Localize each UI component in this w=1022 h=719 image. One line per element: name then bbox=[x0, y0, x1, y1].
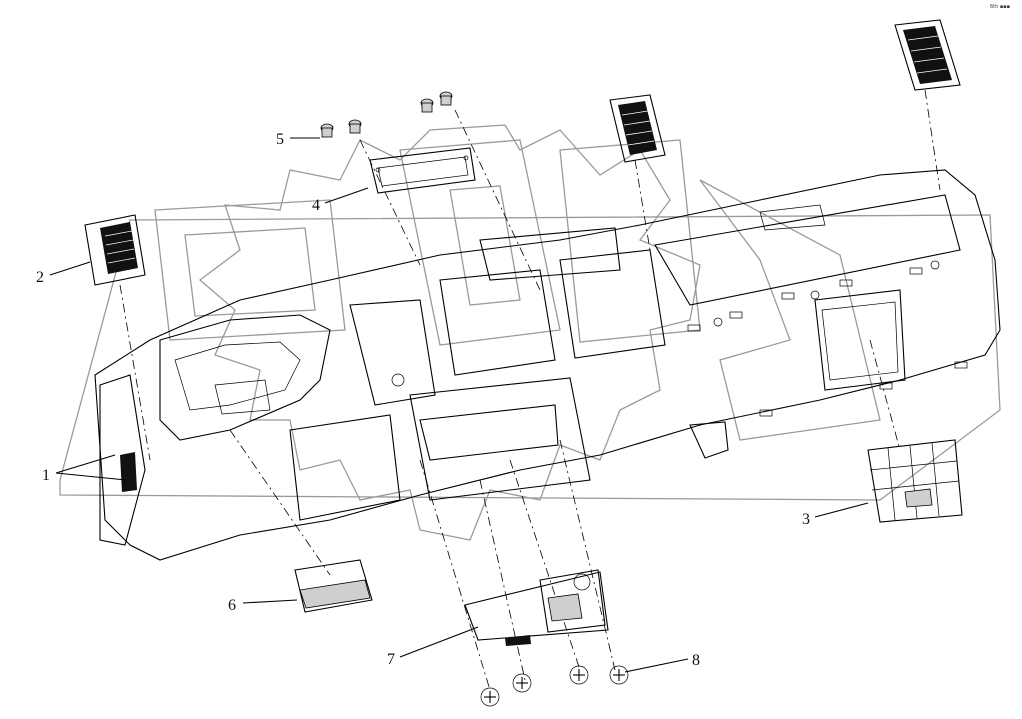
mounting-bracket bbox=[369, 147, 476, 194]
screws bbox=[480, 665, 629, 707]
callout-7: 7 bbox=[387, 651, 395, 668]
watermark bbox=[59, 124, 1001, 541]
dashboard-body bbox=[94, 169, 1001, 561]
air-duct bbox=[294, 559, 373, 613]
callouts: 1 2 3 4 5 6 7 8 bbox=[36, 131, 810, 669]
callout-2: 2 bbox=[36, 269, 44, 286]
corner-mark: 6th ▪▪▪ bbox=[990, 4, 1010, 10]
callout-8: 8 bbox=[692, 652, 700, 669]
air-vent-center bbox=[609, 94, 666, 163]
air-vent-right bbox=[894, 19, 961, 91]
dashboard-switches bbox=[687, 260, 968, 417]
callout-3: 3 bbox=[802, 511, 810, 528]
callout-1: 1 bbox=[42, 467, 50, 484]
cover-panel bbox=[867, 439, 963, 523]
callout-6: 6 bbox=[228, 597, 236, 614]
retaining-clips bbox=[320, 91, 453, 138]
assembly-lines bbox=[119, 89, 941, 691]
leader-lines bbox=[49, 137, 869, 673]
callout-5: 5 bbox=[276, 131, 284, 148]
callout-4: 4 bbox=[312, 197, 320, 214]
air-vent-left bbox=[84, 214, 146, 286]
lower-box bbox=[464, 569, 609, 646]
